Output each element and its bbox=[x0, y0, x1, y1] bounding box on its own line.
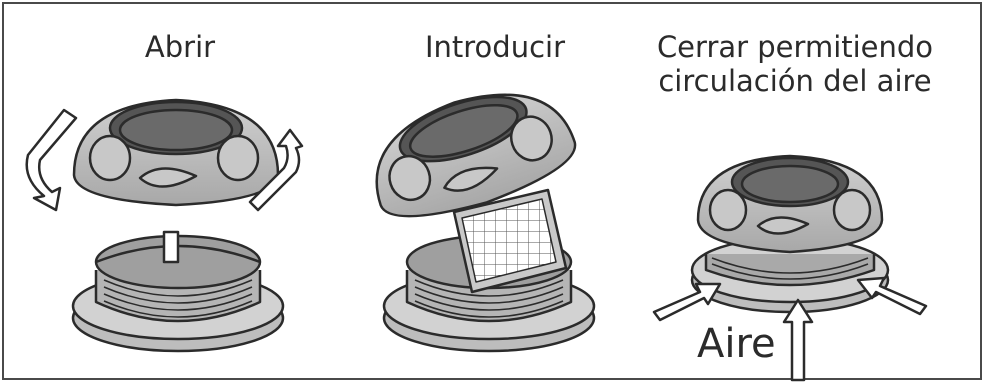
step-label-open: Abrir bbox=[144, 30, 216, 64]
rotate-arrow-left bbox=[25, 108, 78, 212]
air-label: Aire bbox=[697, 321, 776, 367]
step-label-insert: Introducir bbox=[424, 30, 566, 64]
step2-insert-illustration bbox=[375, 93, 596, 353]
step1-open-illustration bbox=[25, 98, 304, 353]
dome-lid-2 bbox=[375, 93, 577, 218]
rotate-arrow-right bbox=[248, 128, 304, 212]
air-arrow-left bbox=[652, 282, 722, 322]
closed-unit bbox=[690, 154, 890, 314]
base-ring-1 bbox=[71, 230, 285, 353]
dome-lid-1 bbox=[72, 98, 280, 207]
air-arrow-bottom bbox=[782, 298, 814, 382]
filter-pad bbox=[452, 188, 568, 294]
step3-close-illustration bbox=[652, 154, 928, 382]
air-arrow-right bbox=[856, 276, 928, 316]
